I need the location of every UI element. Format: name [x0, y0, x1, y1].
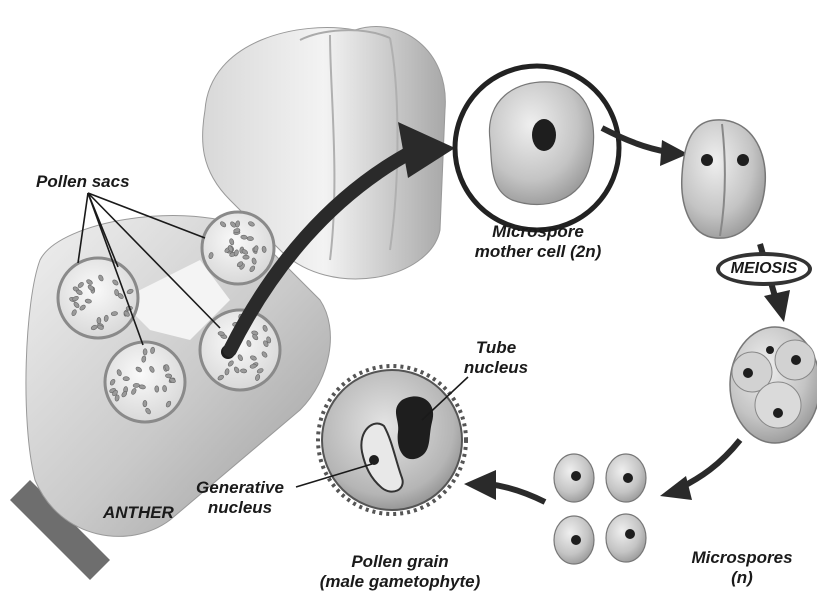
microspores-label-line1: Microspores	[678, 548, 806, 568]
pollen-speckle	[97, 317, 101, 323]
generative-nucleus-label-line1: Generative	[186, 478, 294, 498]
generative-nucleus-label: Generative nucleus	[186, 478, 294, 518]
microspores	[554, 454, 646, 564]
microspore-mother-cell-label-line1: Microspore	[470, 222, 606, 242]
pollen-sacs-label: Pollen sacs	[36, 172, 130, 192]
tube-nucleus-label: Tube nucleus	[456, 338, 536, 378]
pollen-speckle	[123, 376, 130, 380]
microspore-mother-cell-label: Microspore mother cell (2n)	[470, 222, 606, 262]
microspore-mother-cell	[455, 66, 619, 230]
tube-nucleus-label-line2: nucleus	[456, 358, 536, 378]
pollen-grain-label-line1: Pollen grain	[300, 552, 500, 572]
pollen-grain	[318, 366, 466, 514]
pollen-grain-label-line2: (male gametophyte)	[300, 572, 500, 592]
microspores-to-pollen-arrow	[488, 484, 545, 502]
microspores-label: Microspores (n)	[678, 548, 806, 588]
pollen-speckle	[143, 349, 147, 355]
microspores-label-line2: (n)	[678, 568, 806, 588]
anther-label: ANTHER	[103, 503, 174, 523]
pollen-speckle	[162, 385, 167, 392]
meiosis-badge: MEIOSIS	[716, 252, 812, 286]
pollen-speckle	[143, 400, 147, 407]
pollen-speckle	[243, 255, 249, 259]
dyad-cell	[682, 120, 766, 238]
pollen-speckle	[165, 374, 172, 379]
tetrad	[730, 327, 817, 443]
microspore-mother-cell-label-line2: mother cell (2n)	[470, 242, 606, 262]
pollen-speckle	[247, 236, 254, 240]
tube-nucleus-label-line1: Tube	[456, 338, 536, 358]
pollen-speckle	[240, 369, 247, 374]
pollen-speckle	[155, 386, 159, 393]
pollen-grain-label: Pollen grain (male gametophyte)	[300, 552, 500, 592]
pollen-speckle	[241, 235, 248, 240]
tetrad-to-microspores-arrow	[680, 440, 740, 488]
generative-nucleus	[369, 455, 379, 465]
pollen-speckle	[133, 383, 140, 388]
generative-nucleus-label-line2: nucleus	[186, 498, 294, 518]
